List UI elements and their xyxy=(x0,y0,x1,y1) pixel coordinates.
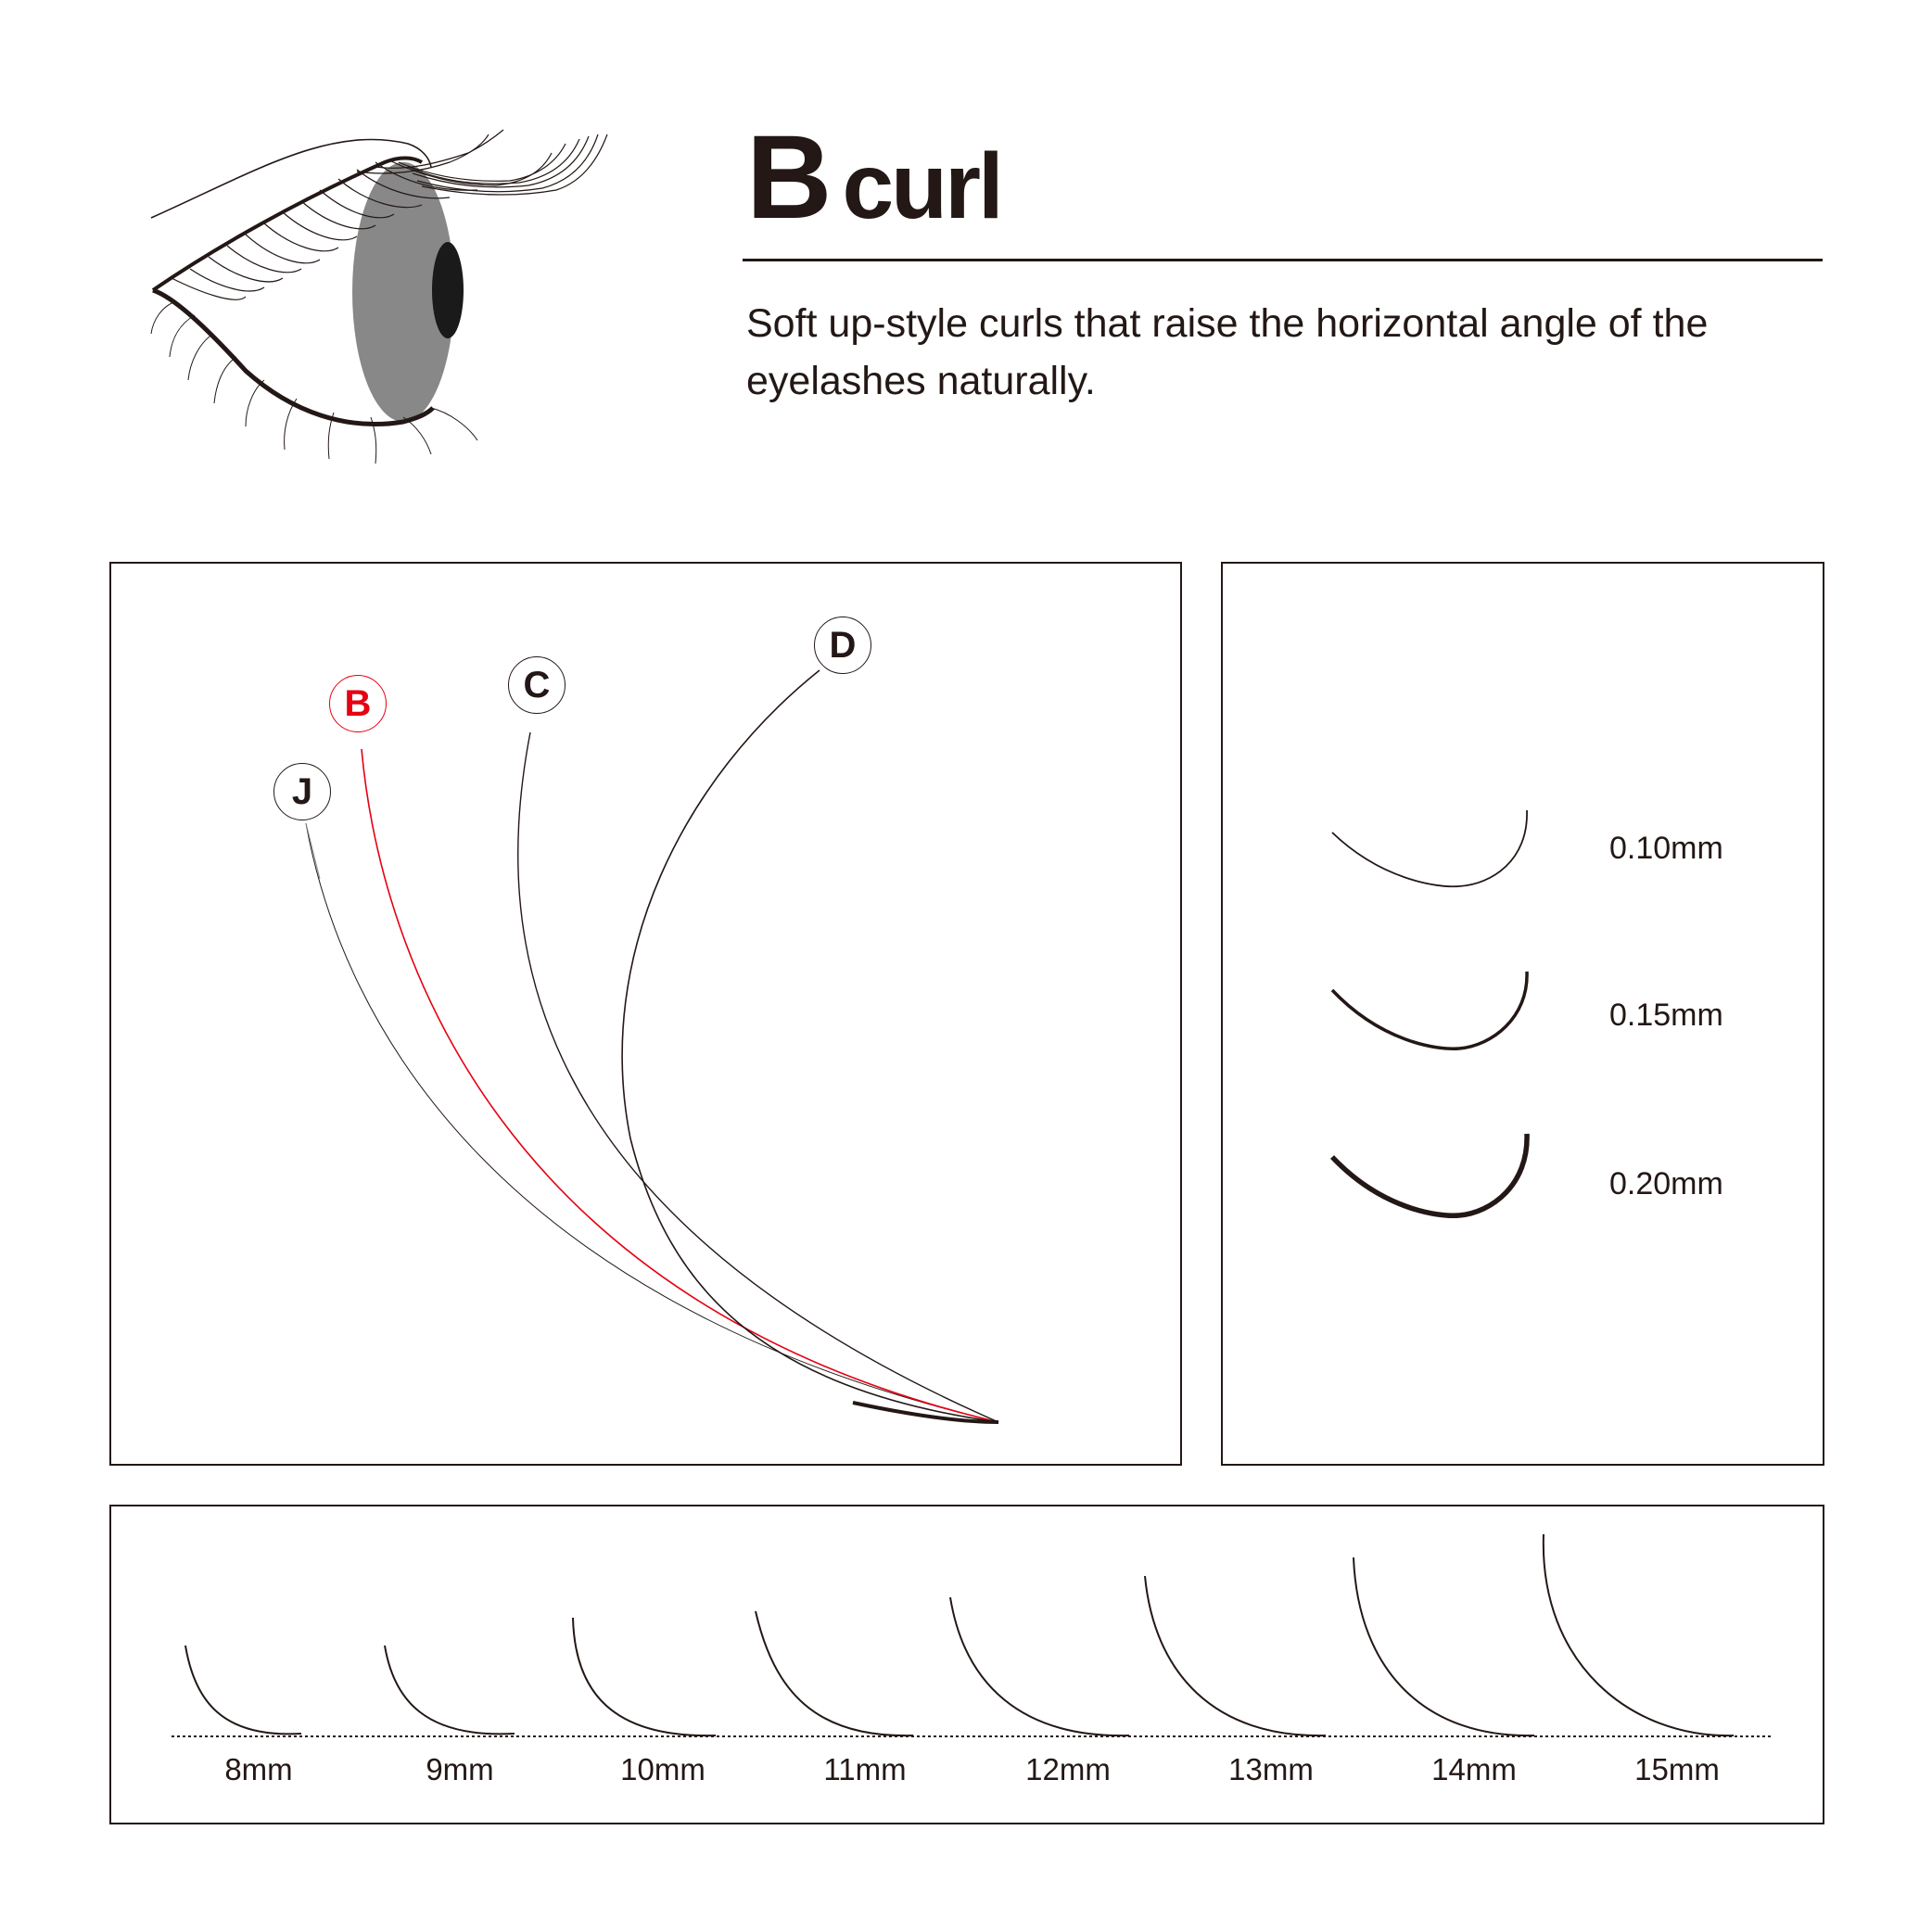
length-label-8mm[interactable]: 8mm xyxy=(224,1752,293,1786)
length-label-9mm[interactable]: 9mm xyxy=(426,1752,494,1786)
length-label-11mm[interactable]: 11mm xyxy=(823,1752,907,1786)
title-divider xyxy=(743,259,1823,261)
length-label-13mm[interactable]: 13mm xyxy=(1228,1752,1314,1786)
curl-label-c[interactable]: C xyxy=(508,656,566,714)
curve-c xyxy=(517,731,999,1423)
curl-comparison-panel: J B C D xyxy=(109,562,1182,1466)
length-curves-graphic xyxy=(172,1533,1771,1737)
title-curl-letter: B xyxy=(746,111,832,244)
length-label-15mm[interactable]: 15mm xyxy=(1634,1752,1720,1786)
thickness-label-015[interactable]: 0.15mm xyxy=(1609,998,1723,1033)
curve-j xyxy=(305,822,999,1423)
curl-description: Soft up-style curls that raise the horiz… xyxy=(746,301,1709,403)
eye-with-lashes-icon xyxy=(150,129,608,464)
curve-d xyxy=(621,669,999,1423)
curl-label-d[interactable]: D xyxy=(814,616,871,674)
curl-label-j[interactable]: J xyxy=(273,763,331,820)
length-label-14mm[interactable]: 14mm xyxy=(1431,1752,1517,1786)
curve-b xyxy=(361,748,999,1423)
eye-illustration xyxy=(144,129,663,464)
curl-label-b[interactable]: B xyxy=(329,675,387,732)
thickness-label-010[interactable]: 0.10mm xyxy=(1609,831,1723,866)
length-panel: 8mm 9mm 10mm 11mm 12mm 13mm 14mm 15mm xyxy=(109,1505,1824,1824)
thickness-curves-graphic xyxy=(1330,809,1530,1218)
title-curl-word: curl xyxy=(842,134,1003,238)
thickness-label-020[interactable]: 0.20mm xyxy=(1609,1166,1723,1201)
length-label-10mm[interactable]: 10mm xyxy=(620,1752,705,1786)
thickness-panel: 0.10mm 0.15mm 0.20mm xyxy=(1221,562,1824,1466)
curl-curves-graphic xyxy=(305,669,999,1424)
length-label-12mm[interactable]: 12mm xyxy=(1025,1752,1111,1786)
